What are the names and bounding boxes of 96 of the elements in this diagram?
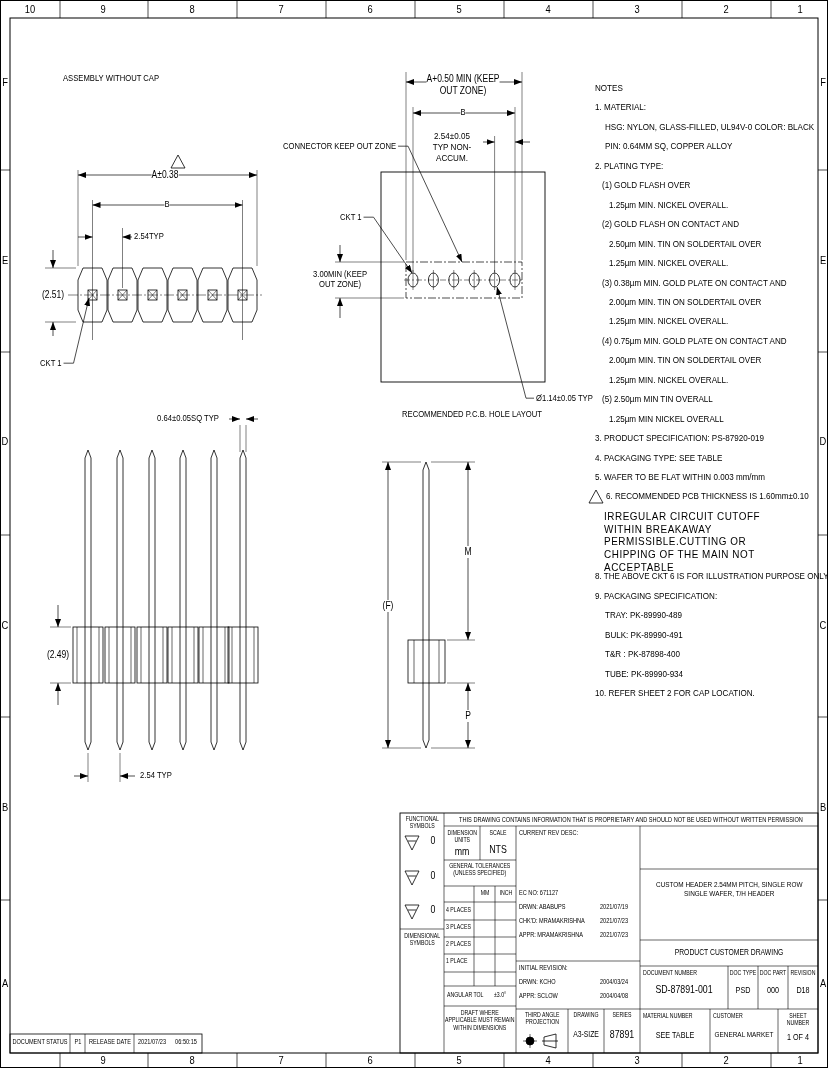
zone-number: 10 — [24, 3, 36, 16]
title-block-text: NTS — [489, 843, 507, 856]
title-block-text: GENERAL MARKET — [714, 1030, 774, 1040]
title-block-text: CUSTOM HEADER 2.54MM PITCH, SINGLE ROW SINGLE WAFER, T/H HEADER — [654, 880, 804, 899]
zone-letter: C — [819, 619, 827, 632]
dimension-text: B — [460, 107, 466, 118]
title-block-text: 0 — [430, 903, 436, 916]
title-block-text: SD-87891-001 — [655, 983, 713, 996]
dimension-text: (F) — [382, 600, 394, 612]
note-text: BULK: PK-89990-491 — [605, 629, 683, 641]
note-text: 1. MATERIAL: — [595, 102, 646, 114]
title-block-text: D18 — [796, 985, 810, 996]
title-block-text: 000 — [767, 985, 779, 996]
note-text: 2.00µm MIN. TIN ON SOLDERTAIL OVER — [609, 355, 762, 367]
zone-number: 9 — [100, 3, 106, 16]
zone-number: 4 — [545, 3, 551, 16]
zone-number: 4 — [545, 1054, 551, 1067]
title-block-text: SEE TABLE — [655, 1030, 695, 1041]
zone-number: 6 — [367, 3, 373, 16]
dimension-text: (2.49) — [46, 649, 70, 661]
title-block-text: mm — [454, 845, 470, 858]
note-text: 1.25µm MIN. NICKEL OVERALL. — [609, 374, 729, 386]
dimension-text: 3.00MIN (KEEP OUT ZONE) — [311, 269, 369, 290]
zone-letter: D — [819, 435, 827, 448]
dimension-text: (2.51) — [41, 289, 65, 301]
callout-text: CONNECTOR KEEP OUT ZONE — [283, 141, 397, 152]
zone-number: 7 — [278, 3, 284, 16]
title-block-text: PSD — [735, 985, 751, 996]
note-text: 1.25µm MIN. NICKEL OVERALL. — [609, 199, 729, 211]
title-block-text: 87891 — [609, 1028, 635, 1041]
note-text: (4) 0.75µm MIN. GOLD PLATE ON CONTACT AND — [602, 335, 787, 347]
note-text: 1.25µm MIN NICKEL OVERALL — [609, 413, 724, 425]
note-text: 4. PACKAGING TYPE: SEE TABLE — [595, 452, 723, 464]
dimension-text: 2.54 TYP — [140, 770, 172, 781]
note-text: 1.25µm MIN. NICKEL OVERALL. — [609, 258, 729, 269]
zone-number: 8 — [189, 3, 195, 16]
note-text: PIN: 0.64MM SQ, COPPER ALLOY — [605, 141, 733, 153]
note-text: TRAY: PK-89990-489 — [605, 610, 683, 622]
zone-letter: B — [819, 801, 827, 814]
callout-text: CKT 1 — [340, 212, 362, 223]
zone-letter: C — [1, 619, 9, 632]
zone-letter: E — [819, 254, 827, 267]
zone-letter: B — [1, 801, 9, 814]
note-text: 8. THE ABOVE CKT 6 IS FOR ILLUSTRATION PURPOSE ONLY — [595, 571, 828, 583]
note-text: (1) GOLD FLASH OVER — [602, 180, 691, 192]
title-block-text: 0 — [430, 834, 436, 847]
note-text: (5) 2.50µm MIN TIN OVERALL — [602, 394, 713, 406]
zone-letter: F — [820, 76, 826, 89]
zone-number: 7 — [278, 1054, 284, 1067]
zone-letter: E — [1, 254, 9, 267]
dimension-text: 2.54TYP — [134, 231, 164, 242]
zone-number: 6 — [367, 1054, 373, 1067]
dimension-text: 0.64±0.05SQ TYP — [157, 413, 219, 424]
note-text: 3. PRODUCT SPECIFICATION: PS-87920-019 — [595, 433, 764, 444]
title-block-text: PRODUCT CUSTOMER DRAWING — [674, 948, 784, 958]
note-text: 2.00µm MIN. TIN ON SOLDERTAIL OVER — [609, 296, 762, 308]
callout-text: CKT 1 — [40, 358, 62, 369]
zone-number: 1 — [797, 3, 803, 16]
zone-number: 1 — [797, 1054, 803, 1067]
note-text: (2) GOLD FLASH ON CONTACT AND — [602, 219, 739, 231]
title-block-text: A3-SIZE — [573, 1030, 599, 1040]
note-text: IRREGULAR CIRCUIT CUTOFF WITHIN BREAKAWAY PERMISSIBLE.CUTTING OR CHIPPING OF THE MAIN NOT ACCEPTABLE — [604, 510, 762, 573]
view-title: ASSEMBLY WITHOUT CAP — [63, 73, 160, 84]
note-text: 2.50µm MIN. TIN ON SOLDERTAIL OVER — [609, 238, 762, 250]
note-text: 5. WAFER TO BE FLAT WITHIN 0.003 mm/mm — [595, 472, 766, 483]
note-text: 1.25µm MIN. NICKEL OVERALL. — [609, 316, 729, 328]
dimension-text: B — [164, 199, 170, 210]
dimension-text: A±0.38 — [151, 169, 179, 181]
dimension-text: P — [465, 710, 471, 722]
zone-number: 3 — [634, 3, 640, 16]
zone-number: 8 — [189, 1054, 195, 1067]
note-text: 2. PLATING TYPE: — [595, 160, 664, 172]
title-block-text: 1 OF 4 — [787, 1032, 809, 1043]
title-block-text: 0 — [430, 869, 436, 882]
zone-number: 5 — [456, 3, 462, 16]
dimension-text: M — [464, 546, 472, 558]
zone-number: 2 — [723, 1054, 729, 1067]
note-text: NOTES — [595, 83, 623, 94]
zone-number: 3 — [634, 1054, 640, 1067]
note-text: (3) 0.38µm MIN. GOLD PLATE ON CONTACT AND — [602, 277, 787, 289]
zone-letter: A — [1, 977, 9, 990]
zone-number: 9 — [100, 1054, 106, 1067]
note-text: 9. PACKAGING SPECIFICATION: — [595, 590, 718, 602]
zone-letter: F — [2, 76, 8, 89]
zone-letter: A — [819, 977, 827, 990]
note-text: 6. RECOMMENDED PCB THICKNESS IS 1.60mm±0.10 — [606, 491, 809, 503]
note-text: 10. REFER SHEET 2 FOR CAP LOCATION. — [595, 688, 755, 699]
zone-letter: D — [1, 435, 9, 448]
zone-number: 2 — [723, 3, 729, 16]
zone-number: 5 — [456, 1054, 462, 1067]
callout-text: Ø1.14±0.05 TYP — [536, 393, 593, 404]
note-text: TUBE: PK-89990-934 — [605, 668, 684, 680]
view-title: RECOMMENDED P.C.B. HOLE LAYOUT — [402, 409, 542, 420]
dimension-text: A+0.50 MIN (KEEP OUT ZONE) — [426, 73, 500, 96]
note-text: T&R : PK-87898-400 — [605, 649, 680, 661]
note-text: HSG: NYLON, GLASS-FILLED, UL94V-0 COLOR: BLACK — [605, 121, 815, 133]
